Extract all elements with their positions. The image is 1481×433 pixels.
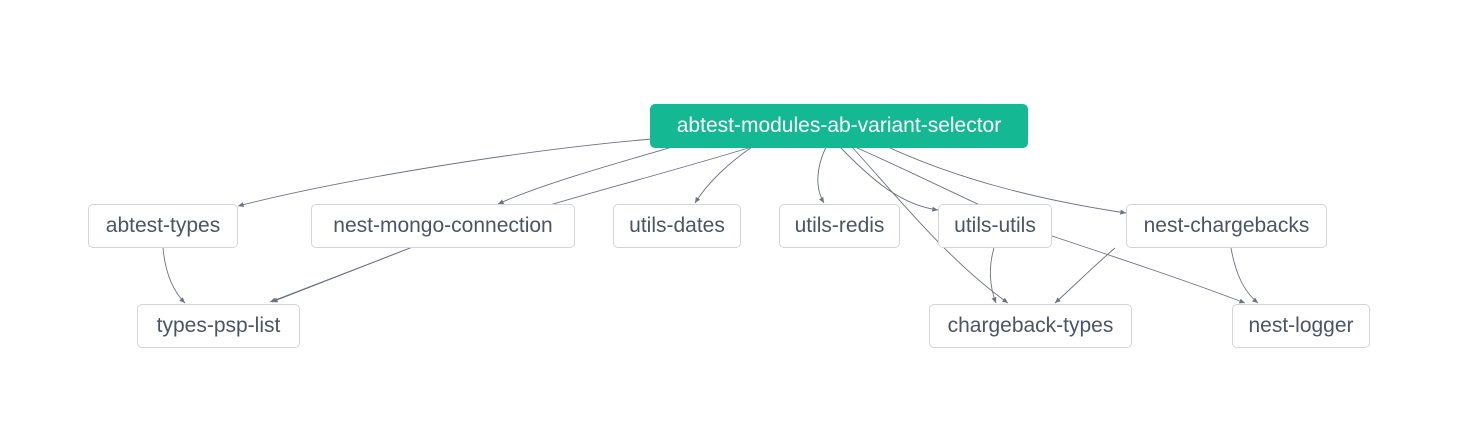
edge-root-to-abtest-types [237,138,653,208]
node-types-psp-list[interactable]: types-psp-list [137,304,300,348]
edge-utils-utils-to-chargeback-types [989,247,997,304]
node-utils-redis[interactable]: utils-redis [779,204,900,248]
node-nest-mongo-connection[interactable]: nest-mongo-connection [311,204,575,248]
edge-root-to-nest-chargebacks [887,146,1127,215]
edge-root-to-chargeback-types [851,146,1009,304]
node-utils-dates[interactable]: utils-dates [613,204,741,248]
edge-abtest-types-to-types-psp-list [162,247,186,304]
edge-nest-chargebacks-to-nest-logger [1230,247,1259,304]
edge-root-to-utils-utils [839,146,939,212]
node-utils-utils[interactable]: utils-utils [938,204,1052,248]
edge-nest-mongo-connection-to-types-psp-list [271,247,411,303]
edge-root-to-utils-dates [694,146,753,204]
node-abtest-types[interactable]: abtest-types [88,204,238,248]
node-abtest-modules-ab-variant-selector[interactable]: abtest-modules-ab-variant-selector [650,104,1028,148]
node-nest-chargebacks[interactable]: nest-chargebacks [1126,204,1327,248]
edge-root-to-nest-logger [854,146,1246,304]
edge-nest-chargebacks-to-chargeback-types [1054,247,1116,304]
edge-root-to-nest-mongo-connection [497,145,677,205]
node-nest-logger[interactable]: nest-logger [1232,304,1370,348]
node-chargeback-types[interactable]: chargeback-types [929,304,1132,348]
edge-root-to-utils-redis [817,146,827,204]
